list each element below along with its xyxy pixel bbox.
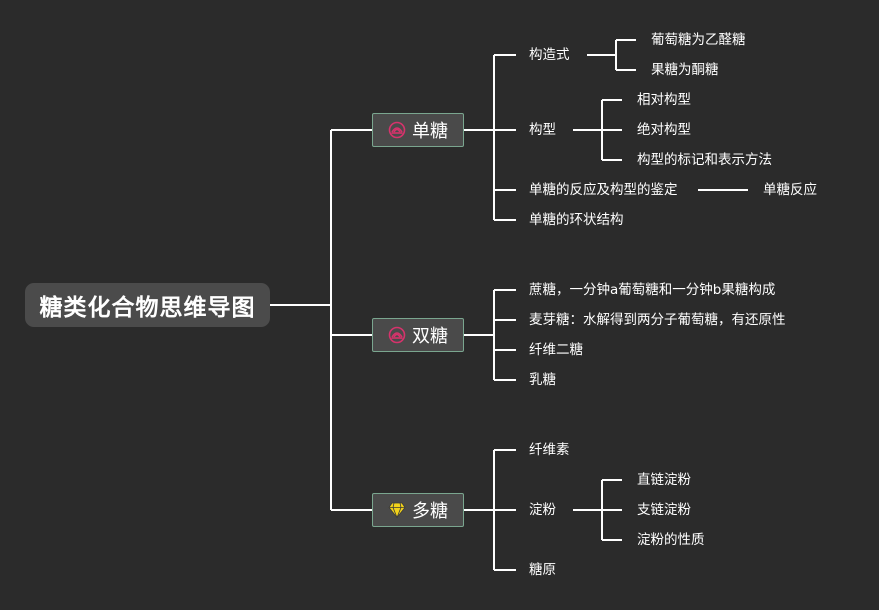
flower-icon: [388, 121, 406, 139]
branch-label: 双糖: [412, 326, 448, 347]
node-fructose-ketose[interactable]: 果糖为酮糖: [651, 62, 719, 78]
node-cyclic-structure[interactable]: 单糖的环状结构: [529, 212, 624, 228]
node-starch-properties[interactable]: 淀粉的性质: [637, 532, 705, 548]
root-node[interactable]: 糖类化合物思维导图: [25, 283, 270, 327]
node-sucrose[interactable]: 蔗糖，一分钟a葡萄糖和一分钟b果糖构成: [529, 282, 776, 298]
diamond-icon: [388, 501, 406, 519]
node-cellobiose[interactable]: 纤维二糖: [529, 342, 583, 358]
node-absolute-configuration[interactable]: 绝对构型: [637, 122, 691, 138]
branch-disaccharide[interactable]: 双糖: [372, 318, 464, 352]
branch-label: 单糖: [412, 121, 448, 142]
node-cellulose[interactable]: 纤维素: [529, 442, 570, 458]
node-configuration-notation[interactable]: 构型的标记和表示方法: [637, 152, 772, 168]
node-lactose[interactable]: 乳糖: [529, 372, 556, 388]
branch-label: 多糖: [412, 501, 448, 522]
node-amylose[interactable]: 直链淀粉: [637, 472, 691, 488]
node-relative-configuration[interactable]: 相对构型: [637, 92, 691, 108]
flower-icon: [388, 326, 406, 344]
node-maltose[interactable]: 麦芽糖：水解得到两分子葡萄糖，有还原性: [529, 312, 786, 328]
branch-polysaccharide[interactable]: 多糖: [372, 493, 464, 527]
node-amylopectin[interactable]: 支链淀粉: [637, 502, 691, 518]
node-configuration[interactable]: 构型: [529, 122, 556, 138]
node-glucose-aldose[interactable]: 葡萄糖为乙醛糖: [651, 32, 746, 48]
node-starch[interactable]: 淀粉: [529, 502, 556, 518]
node-structural-formula[interactable]: 构造式: [529, 47, 570, 63]
branch-monosaccharide[interactable]: 单糖: [372, 113, 464, 147]
node-monosaccharide-reactions[interactable]: 单糖反应: [763, 182, 817, 198]
node-glycogen[interactable]: 糖原: [529, 562, 556, 578]
root-label: 糖类化合物思维导图: [39, 295, 256, 321]
node-reactions-identification[interactable]: 单糖的反应及构型的鉴定: [529, 182, 678, 198]
